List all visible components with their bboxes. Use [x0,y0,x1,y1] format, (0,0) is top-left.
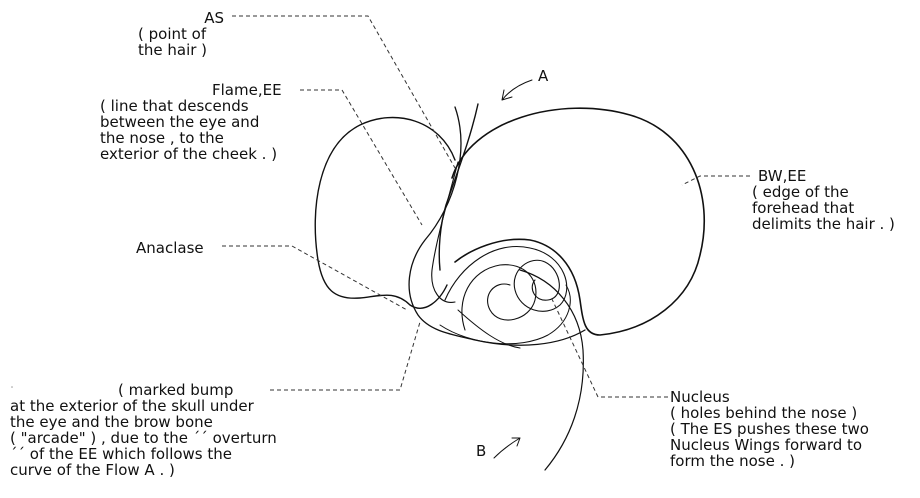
label-flow-a-title: A [538,67,549,85]
label-flame-line: the nose , to the [100,129,224,147]
label-bump-line: ( marked bump [118,381,234,399]
label-flow-a: A [538,68,548,84]
hair-point-stroke-2 [431,161,459,303]
label-bump-line: ( "arcade" ) , due to the ´´ overturn [10,429,277,447]
label-bw: BW,EE ( edge of the forehead that delimi… [752,168,895,232]
label-anaclase-title: Anaclase [136,239,204,257]
leader-anaclase [222,245,408,311]
flow-a-arrow [501,79,533,101]
lower-stroke [457,309,521,349]
leader-flame [300,89,423,226]
label-bump-line: the eye and the brow bone [10,413,213,431]
jaw-line [519,269,584,471]
label-bump-line: at the exterior of the skull under [10,397,254,415]
label-flame-line: ( line that descends [100,97,249,115]
label-bump-line: ´´ of the EE which follows the [10,445,233,463]
left-head-contour [314,116,456,309]
speck-mark [11,386,13,388]
inner-loop-3 [439,284,571,345]
label-bw-title: BW,EE [758,167,807,185]
label-flame-line: between the eye and [100,113,260,131]
label-nucleus: Nucleus ( holes behind the nose ) ( The … [670,389,869,469]
flame-line [408,106,586,346]
hair-point-stroke [438,103,479,271]
label-nucleus-line: form the nose . ) [670,452,796,470]
label-as-line: ( point of [138,25,207,43]
flow-b-arrow [493,437,521,459]
inner-loop-1 [444,246,568,312]
label-flow-b: B [476,443,486,459]
label-bw-line: delimits the hair . ) [752,215,895,233]
label-flame: Flame,EE ( line that descends between th… [100,82,282,162]
label-bw-line: forehead that [752,199,855,217]
label-nucleus-title: Nucleus [670,388,730,406]
label-nucleus-line: ( The ES pushes these two [670,420,869,438]
leader-as [232,15,456,169]
label-as: AS ( point of the hair ) [138,10,230,58]
label-flame-line: exterior of the cheek . ) [100,145,278,163]
label-bw-line: ( edge of the [752,183,849,201]
label-bump: ( marked bump at the exterior of the sku… [10,382,277,478]
label-as-title: AS [204,9,224,27]
label-nucleus-line: Nucleus Wings forward to [670,436,863,454]
label-bump-line: curve of the Flow A . ) [10,461,175,479]
forehead-contour [451,107,705,336]
label-as-line: the hair ) [138,41,208,59]
label-flame-title: Flame,EE [212,81,282,99]
leader-bump [270,321,421,391]
leader-nucleus [550,296,668,398]
inner-loop-2 [461,264,537,331]
label-flow-b-title: B [476,442,487,460]
leader-bw [681,175,750,186]
label-anaclase: Anaclase [136,240,204,256]
label-nucleus-line: ( holes behind the nose ) [670,404,858,422]
